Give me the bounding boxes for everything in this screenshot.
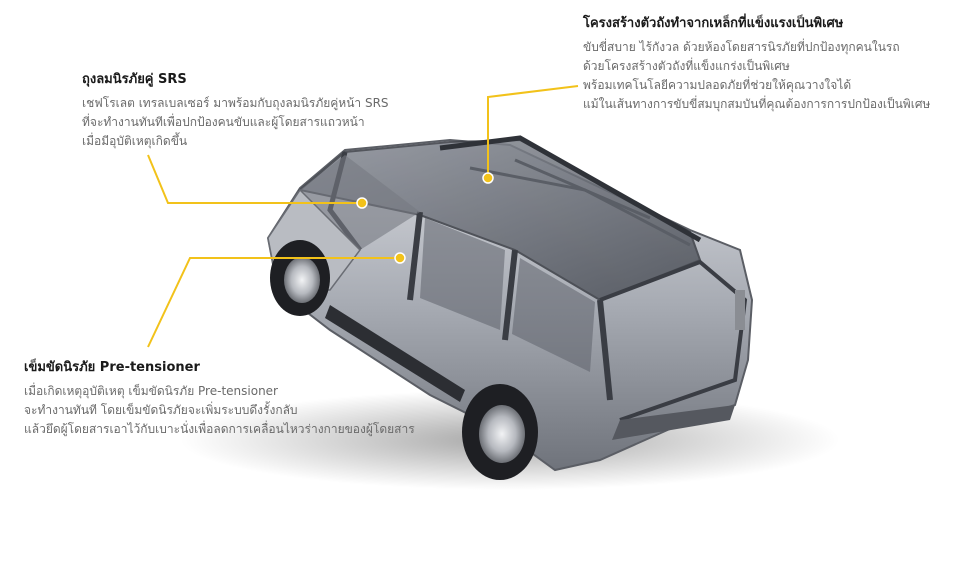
frame-line-1: ขับขี่สบาย ไร้กังวล ด้วยห้องโดยสารนิรภัย… <box>583 40 900 54</box>
belt-line-1: เมื่อเกิดเหตุอุบัติเหตุ เข็มขัดนิรภัย Pr… <box>24 384 278 398</box>
airbag-line-2: ที่จะทำงานทันทีเพื่อปกป้องคนขับและผู้โดย… <box>82 115 365 129</box>
callout-line-frame <box>487 85 579 178</box>
cabin-frame <box>297 138 702 302</box>
callout-line-belt <box>147 257 400 348</box>
airbag-title: ถุงลมนิรภัยคู่ SRS <box>82 72 187 87</box>
callout-line-airbag <box>147 154 362 204</box>
callout-dot-airbag <box>356 197 368 209</box>
seatbelt-feature: เข็มขัดนิรภัย Pre-tensioner เมื่อเกิดเหต… <box>24 356 415 439</box>
rear-bumper <box>612 405 735 440</box>
belt-line-3: แล้วยึดผู้โดยสารเอาไว้กับเบาะนั่งเพื่อลด… <box>24 422 415 436</box>
roof-rail <box>439 135 702 243</box>
frame-title: โครงสร้างตัวถังทำจากเหล็กที่แข็งแรงเป็นพ… <box>583 16 844 31</box>
side-window <box>420 218 505 330</box>
frame-line-3: พร้อมเทคโนโลยีความปลอดภัยที่ช่วยให้คุณวา… <box>583 78 852 92</box>
rear-lamp <box>735 290 745 330</box>
rear-window <box>512 258 595 372</box>
belt-title: เข็มขัดนิรภัย Pre-tensioner <box>24 360 200 375</box>
frame-line-4: แม้ในเส้นทางการขับขี่สมบุกสมบันที่คุณต้อ… <box>583 97 931 111</box>
roof-crossbar <box>514 158 651 220</box>
front-wheel <box>270 240 330 316</box>
frame-line-2: ด้วยโครงสร้างตัวถังที่แข็งแกร่งเป็นพิเศษ <box>583 59 790 73</box>
callout-dot-frame <box>482 172 494 184</box>
c-pillar <box>502 249 518 341</box>
b-pillar <box>407 211 423 301</box>
rear-wheel <box>462 384 538 480</box>
airbag-feature: ถุงลมนิรภัยคู่ SRS เชฟโรเลต เทรลเบลเซอร์… <box>82 68 389 151</box>
belt-line-2: จะทำงานทันที โดยเข็มขัดนิรภัยจะเพิ่มระบบ… <box>24 403 298 417</box>
running-board <box>325 305 465 402</box>
airbag-line-3: เมื่อมีอุบัติเหตุเกิดขึ้น <box>82 134 188 148</box>
callout-dot-belt <box>394 252 406 264</box>
d-pillar <box>597 299 613 401</box>
body-frame-feature: โครงสร้างตัวถังทำจากเหล็กที่แข็งแรงเป็นพ… <box>583 12 930 114</box>
airbag-line-1: เชฟโรเลต เทรลเบลเซอร์ มาพร้อมกับถุงลมนิร… <box>82 96 389 110</box>
